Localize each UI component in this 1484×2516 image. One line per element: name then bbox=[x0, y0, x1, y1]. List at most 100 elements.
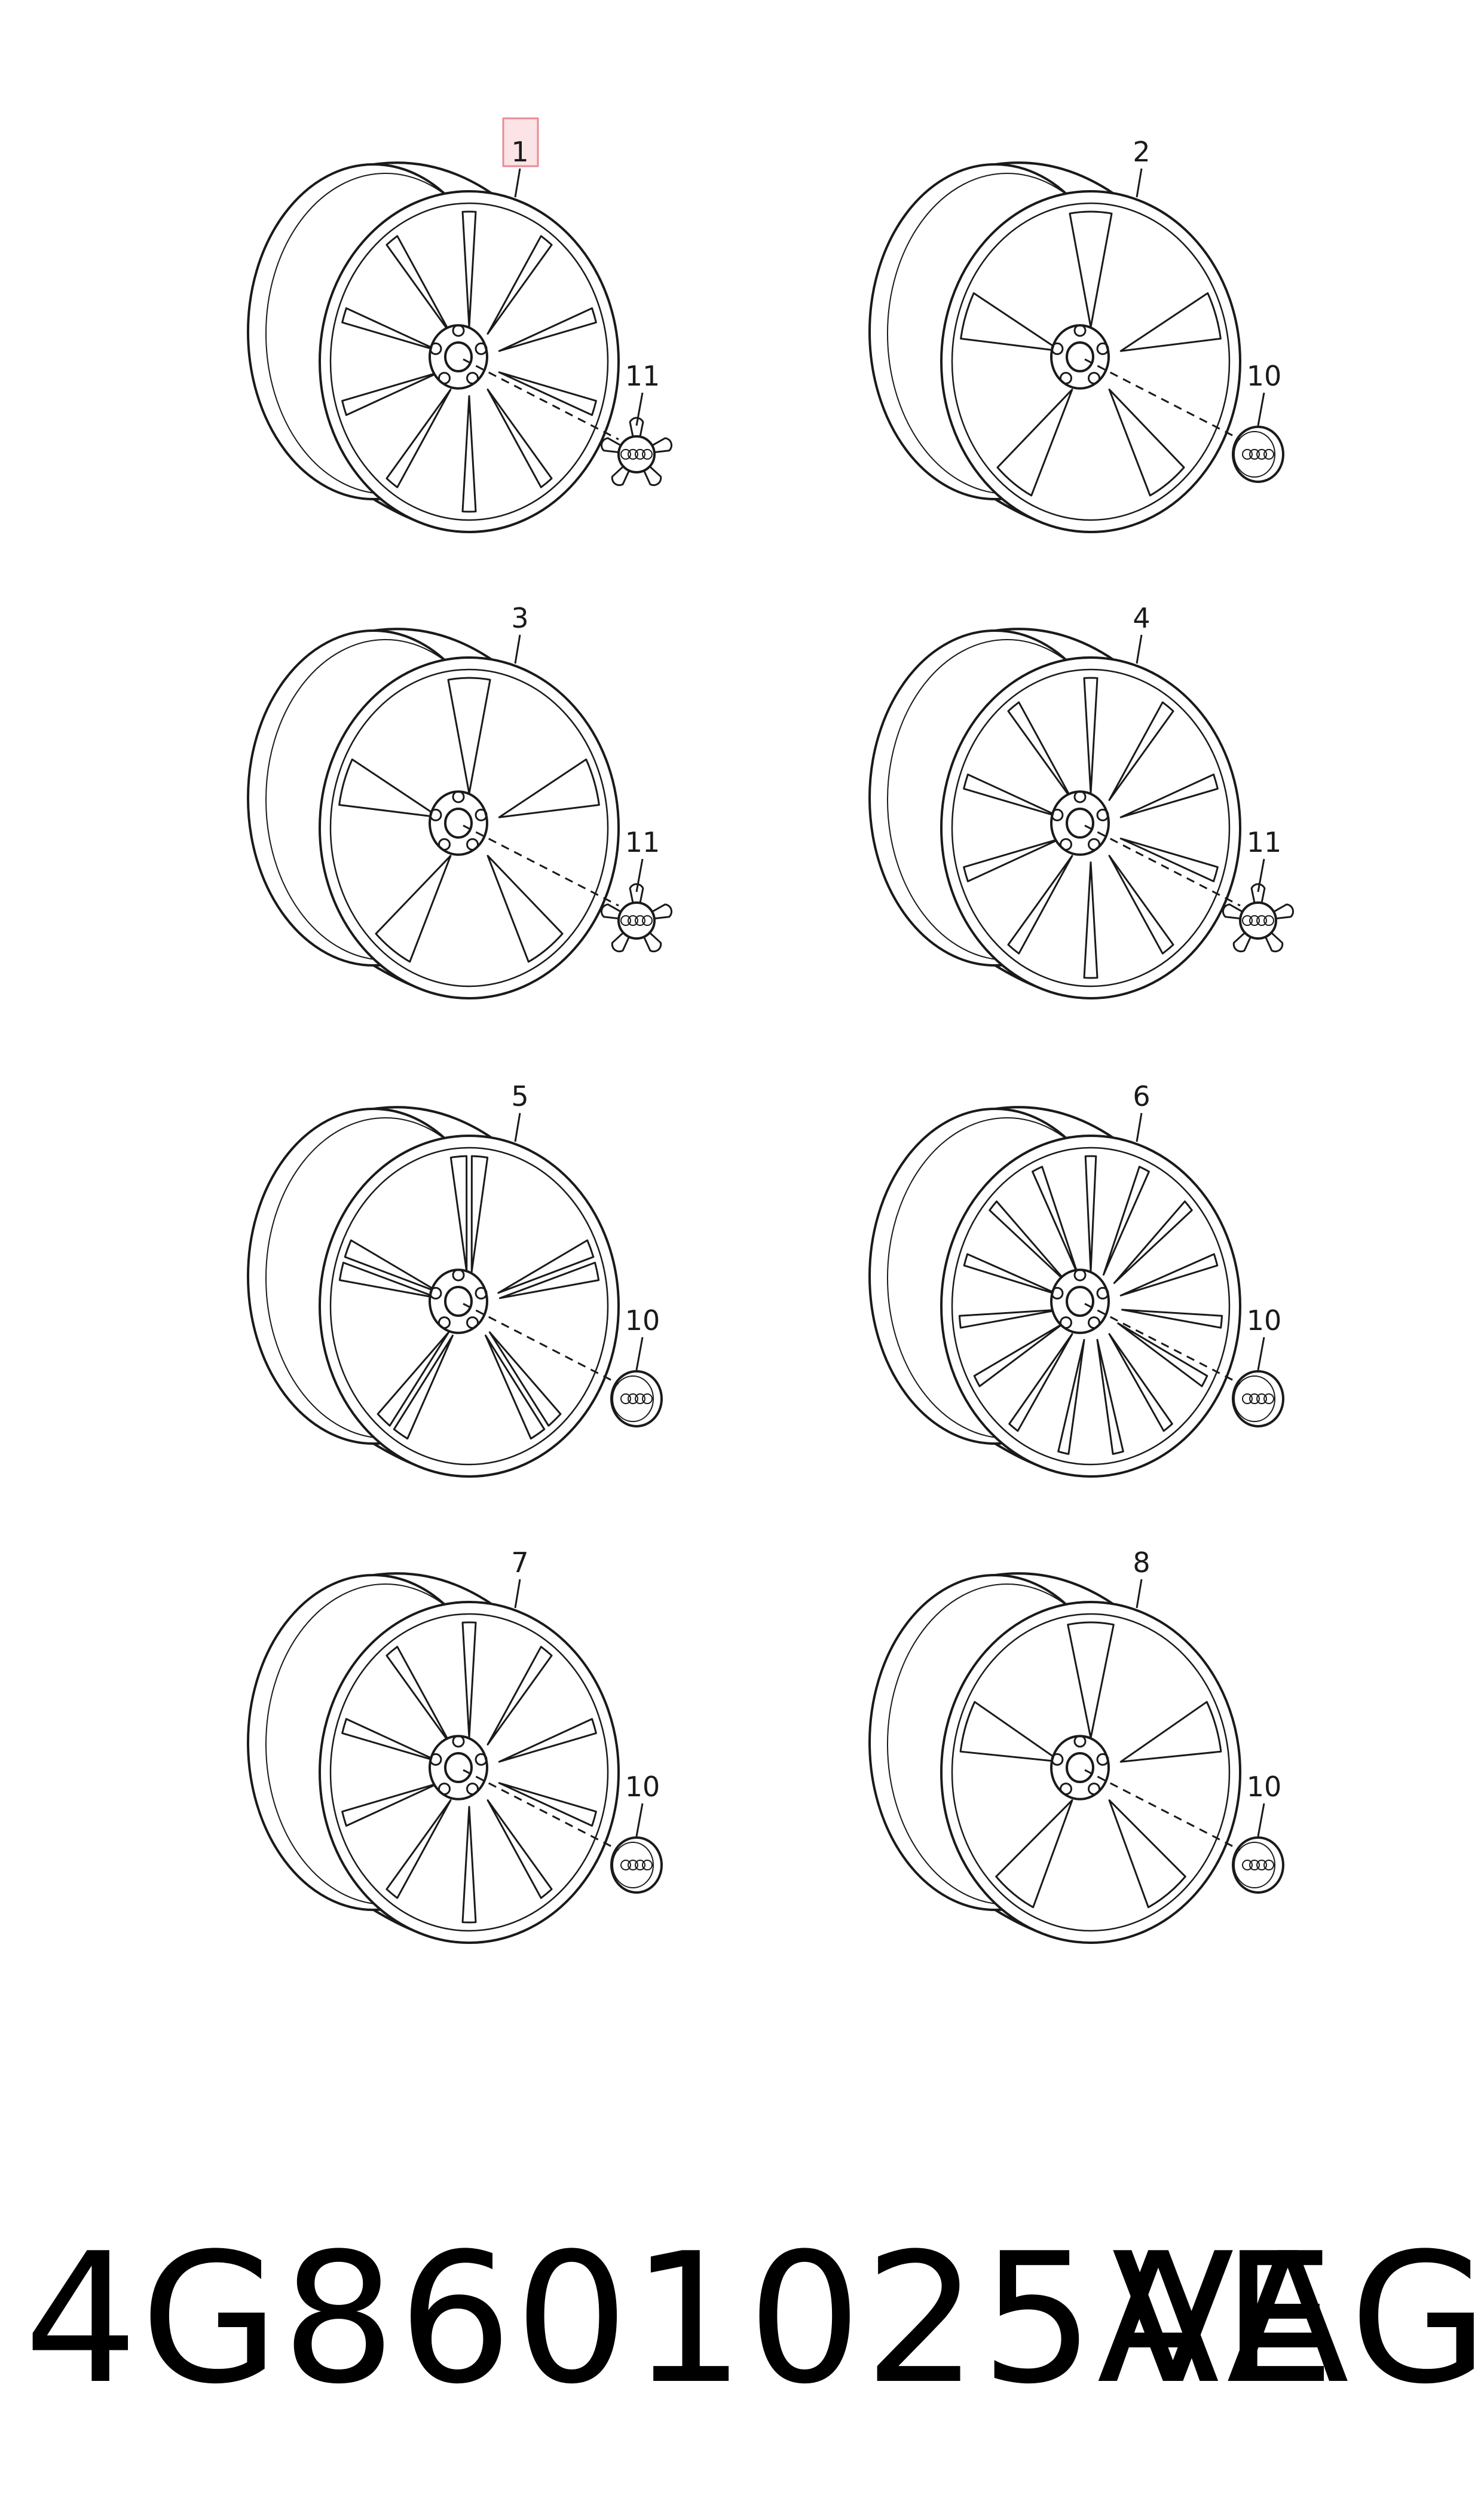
spoke-opening bbox=[470, 1155, 489, 1273]
lug-hole bbox=[1088, 372, 1101, 385]
cap-label: 11 bbox=[625, 826, 660, 858]
spoke-opening bbox=[1108, 701, 1174, 801]
wheel-label: 7 bbox=[511, 1546, 528, 1579]
spoke-opening bbox=[1108, 1799, 1186, 1909]
wheel-2: 210 bbox=[868, 136, 1284, 533]
spoke-opening bbox=[963, 774, 1062, 818]
spoke-opening bbox=[1007, 855, 1073, 955]
lug-hole bbox=[1051, 808, 1064, 821]
spoke-opening bbox=[1119, 837, 1219, 882]
spoke-opening bbox=[375, 855, 452, 963]
spoke-opening bbox=[1121, 1309, 1223, 1329]
lug-hole bbox=[437, 372, 451, 385]
cap-label-leader bbox=[1257, 858, 1265, 892]
rim-flange bbox=[951, 668, 1231, 988]
rim-edge-top bbox=[995, 628, 1116, 662]
logo-ring bbox=[635, 449, 645, 460]
spoke-opening bbox=[1119, 1701, 1222, 1763]
spoke-opening bbox=[344, 1239, 441, 1294]
part-number: 4G8601025AE bbox=[24, 2215, 1338, 2423]
lug-hole bbox=[437, 1316, 451, 1329]
rim-edge-top bbox=[373, 161, 494, 195]
spoke-opening bbox=[485, 1334, 546, 1440]
spoke-opening bbox=[341, 1782, 440, 1827]
lug-hole bbox=[452, 790, 465, 803]
lug-hole bbox=[452, 1735, 465, 1748]
lug-hole bbox=[466, 1316, 479, 1329]
lug-hole bbox=[1073, 1268, 1087, 1282]
lug-hole bbox=[1088, 838, 1101, 851]
wheel-6: 610 bbox=[868, 1080, 1284, 1478]
lug-hole bbox=[1096, 1753, 1109, 1766]
lug-hole bbox=[1059, 838, 1072, 851]
rim-flange bbox=[329, 1613, 609, 1932]
logo-ring bbox=[628, 915, 638, 926]
spoke-opening bbox=[461, 1806, 477, 1924]
logo-ring bbox=[1263, 1393, 1274, 1404]
spoke-opening bbox=[960, 292, 1062, 352]
center-cap-round bbox=[1232, 1370, 1284, 1427]
spoke-opening bbox=[486, 1799, 553, 1899]
spoke-opening bbox=[338, 1261, 440, 1300]
logo-ring bbox=[1249, 915, 1260, 926]
leader-line bbox=[514, 634, 521, 664]
spoke-opening bbox=[1032, 1166, 1079, 1276]
logo-ring bbox=[620, 449, 631, 460]
rim-flange bbox=[329, 668, 609, 988]
leader-line bbox=[514, 1112, 521, 1142]
spoke-opening bbox=[498, 1261, 600, 1300]
rim-edge-top bbox=[373, 628, 494, 662]
lug-hole bbox=[1088, 1783, 1101, 1796]
cap-label: 10 bbox=[625, 1771, 660, 1803]
spoke-opening bbox=[341, 1718, 440, 1763]
spoke-opening bbox=[973, 1322, 1064, 1387]
spoke-opening bbox=[1067, 1621, 1115, 1739]
spoke-opening bbox=[1113, 1200, 1193, 1284]
lug-hole bbox=[429, 1753, 442, 1766]
lug-hole bbox=[466, 1783, 479, 1796]
logo-ring bbox=[620, 1860, 631, 1870]
rim-edge-top bbox=[373, 1106, 494, 1140]
spoke-opening bbox=[497, 1239, 595, 1294]
logo-ring bbox=[1249, 449, 1260, 460]
spoke-opening bbox=[385, 1799, 452, 1899]
spoke-opening bbox=[498, 307, 597, 352]
center-cap-spider bbox=[1222, 883, 1294, 953]
cap-label-leader bbox=[1257, 1337, 1265, 1371]
rim-flange bbox=[329, 1147, 609, 1466]
spoke-opening bbox=[1119, 774, 1219, 818]
lug-hole bbox=[437, 1783, 451, 1796]
cap-label: 10 bbox=[1247, 1304, 1282, 1337]
wheel-label: 3 bbox=[511, 602, 528, 634]
spoke-opening bbox=[1084, 1155, 1097, 1273]
logo-ring bbox=[1256, 915, 1267, 926]
spoke-opening bbox=[995, 1799, 1073, 1909]
lug-hole bbox=[452, 324, 465, 337]
spoke-opening bbox=[1083, 677, 1099, 794]
cap-leader bbox=[463, 1303, 619, 1385]
spoke-opening bbox=[461, 395, 477, 513]
spoke-opening bbox=[1069, 210, 1113, 328]
spoke-opening bbox=[377, 1331, 450, 1427]
center-bore bbox=[444, 808, 473, 839]
wheel-8: 810 bbox=[868, 1546, 1284, 1944]
leader-line bbox=[1136, 634, 1143, 664]
lug-hole bbox=[475, 1753, 488, 1766]
center-bore bbox=[444, 1286, 473, 1317]
wheel-label: 5 bbox=[511, 1080, 528, 1112]
spoke-opening bbox=[959, 1701, 1062, 1763]
lug-hole bbox=[475, 1286, 488, 1300]
wheel-5: 510 bbox=[247, 1080, 663, 1478]
spoke-opening bbox=[498, 1718, 597, 1763]
logo-ring bbox=[642, 915, 653, 926]
cap-leader bbox=[1084, 824, 1241, 907]
logo-ring bbox=[635, 1860, 645, 1870]
spoke-opening bbox=[498, 371, 597, 416]
spoke-opening bbox=[486, 855, 564, 963]
spoke-opening bbox=[1102, 1166, 1150, 1276]
lug-hole bbox=[1088, 1316, 1101, 1329]
spoke-opening bbox=[488, 1331, 562, 1427]
spoke-opening bbox=[486, 389, 553, 488]
cap-leader bbox=[1084, 358, 1241, 441]
